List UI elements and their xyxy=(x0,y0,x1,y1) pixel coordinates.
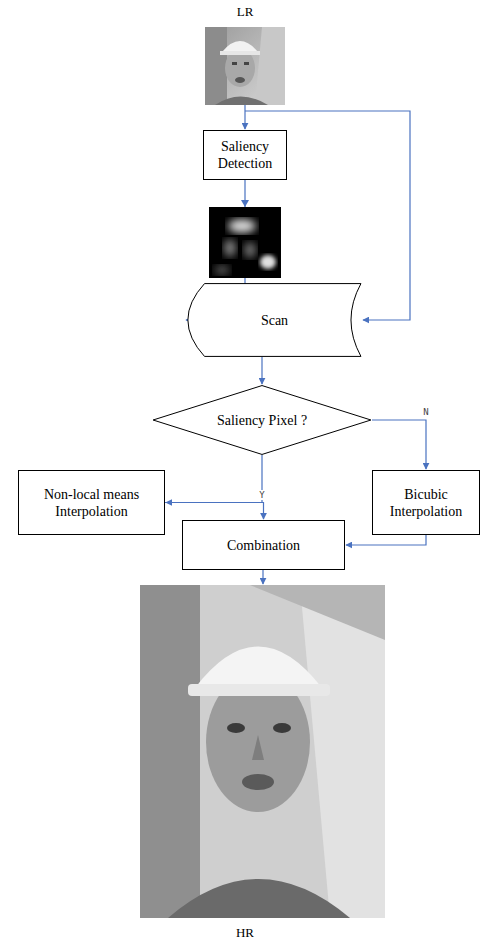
process-box: Combination xyxy=(182,520,345,570)
node-text: Scan xyxy=(257,312,292,329)
flow-arrow xyxy=(372,420,426,469)
flow-arrow xyxy=(346,535,426,545)
input-line xyxy=(244,105,245,129)
flow-arrow xyxy=(166,455,262,503)
process-box: Saliency Detection xyxy=(203,130,287,180)
decision-diamond: Saliency Pixel ? xyxy=(152,385,372,455)
node-text: Combination xyxy=(223,537,304,554)
output-line xyxy=(262,570,263,584)
node-text: Saliency Detection xyxy=(204,138,286,172)
data-shape: Scan xyxy=(187,283,362,357)
image-label: LR xyxy=(195,4,295,20)
map-arrowhead xyxy=(241,200,249,207)
lr-image xyxy=(205,27,285,105)
node-text: Non-local means Interpolation xyxy=(19,486,164,520)
image-label: HR xyxy=(195,925,295,941)
edge-label: Y xyxy=(258,490,265,500)
flow-arrow xyxy=(165,503,264,520)
edge-label: N xyxy=(422,407,429,417)
hr-image xyxy=(140,585,385,918)
process-box: Non-local means Interpolation xyxy=(18,470,165,535)
node-text: Saliency Pixel ? xyxy=(213,412,311,429)
saliency-map xyxy=(209,207,281,278)
flow-arrow xyxy=(261,357,262,384)
node-text: Bicubic Interpolation xyxy=(373,486,479,520)
process-box: Bicubic Interpolation xyxy=(372,470,480,535)
